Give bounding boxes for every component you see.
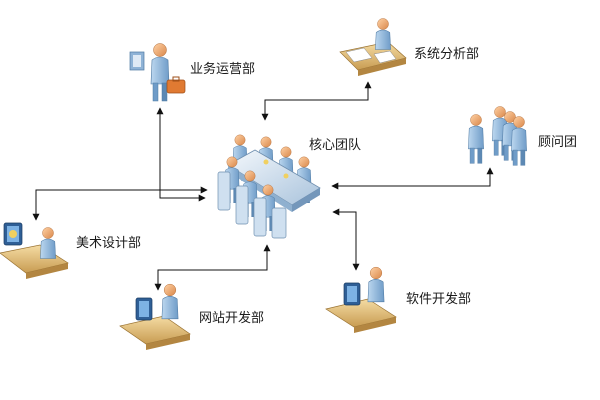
node-web-dev: 网站开发部	[119, 283, 264, 350]
designer-at-computer-icon	[0, 222, 69, 279]
programmer-at-computer-icon	[325, 266, 397, 333]
node-core-team: 核心团队	[217, 134, 361, 239]
node-art-design: 美术设计部	[0, 222, 141, 279]
node-label-software-dev: 软件开发部	[406, 291, 471, 307]
meeting-table-team-icon	[217, 134, 321, 239]
node-system-analysis: 系统分析部	[339, 18, 479, 76]
node-label-business-ops: 业务运营部	[190, 61, 255, 77]
edge-core-software-dev	[332, 208, 360, 271]
node-label-web-dev: 网站开发部	[199, 310, 264, 326]
person-at-desk-with-documents-icon	[339, 18, 407, 76]
businessman-with-briefcase-icon	[129, 43, 186, 102]
node-label-art-design: 美术设计部	[76, 236, 141, 251]
node-consultants: 顾问团	[468, 106, 577, 166]
node-software-dev: 软件开发部	[325, 266, 471, 333]
edge-core-art-design	[32, 186, 208, 221]
developer-at-computer-icon	[119, 283, 191, 350]
edges	[32, 81, 494, 291]
node-business-ops: 业务运营部	[129, 43, 255, 102]
edge-core-web-dev	[154, 244, 271, 291]
node-label-core-team: 核心团队	[309, 138, 361, 153]
group-of-people-icon	[468, 106, 527, 166]
edge-core-consultants	[331, 167, 494, 190]
edge-core-business	[156, 107, 206, 202]
node-label-system-analysis: 系统分析部	[414, 47, 479, 62]
edge-core-system-analysis	[261, 81, 372, 121]
node-label-consultants: 顾问团	[538, 135, 577, 150]
